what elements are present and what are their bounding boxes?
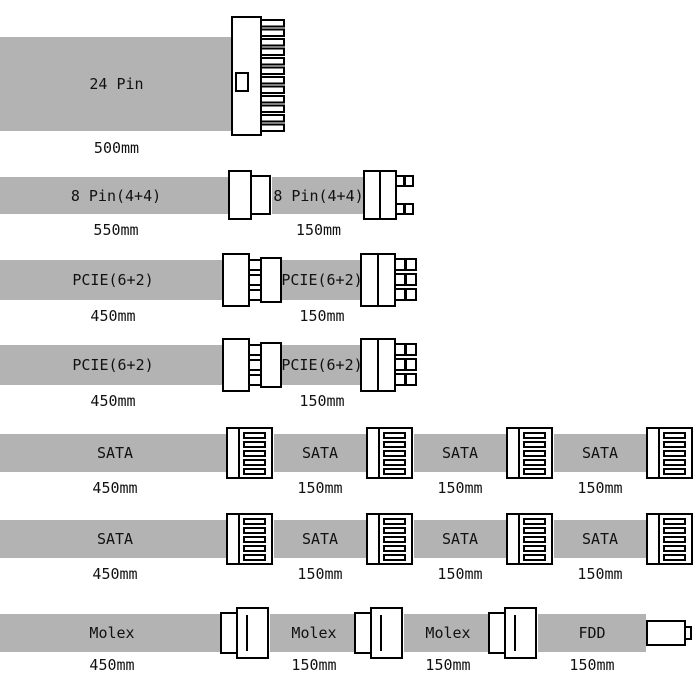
cable-type-label: Molex [291, 624, 337, 642]
cable-segment: SATA [274, 520, 366, 558]
atx-24pin-connector-icon [231, 16, 285, 136]
cable-segment: SATA [0, 434, 230, 472]
cable-length-label: 150mm [299, 307, 345, 325]
sata-connector-icon [226, 427, 273, 479]
cable-segment: SATA [554, 434, 646, 472]
cable-type-label: 8 Pin(4+4) [273, 186, 364, 205]
cable-length-label: 150mm [295, 221, 342, 239]
cable-type-label: 24 Pin [89, 75, 144, 93]
cable-segment: 24 Pin [0, 37, 233, 131]
cable-length-label: 150mm [577, 565, 623, 583]
cable-type-label: SATA [301, 444, 339, 462]
cable-type-label: SATA [96, 530, 134, 548]
molex-connector-icon [354, 607, 403, 659]
cable-segment: Molex [0, 614, 224, 652]
cable-segment: 8 Pin(4+4) [0, 177, 232, 214]
cable-segment: SATA [414, 520, 506, 558]
cable-length-label: 500mm [93, 139, 140, 157]
cable-segment: SATA [414, 434, 506, 472]
sata-connector-icon [646, 427, 693, 479]
molex-connector-icon [488, 607, 537, 659]
cable-segment: SATA [554, 520, 646, 558]
cable-length-label: 450mm [89, 656, 135, 674]
sata-connector-icon [506, 427, 553, 479]
cable-length-label: 150mm [577, 479, 623, 497]
cable-segment: Molex [270, 614, 358, 652]
cable-type-label: SATA [96, 444, 134, 462]
eps-8pin-end-connector-icon [363, 170, 414, 220]
cable-type-label: PCIE(6+2) [281, 356, 363, 374]
cable-length-label: 150mm [299, 392, 345, 410]
cable-length-label: 450mm [92, 479, 138, 497]
pcie-junction-connector-icon [222, 338, 282, 392]
sata-connector-icon [366, 513, 413, 565]
pcie-end-connector-icon [360, 253, 417, 307]
cable-type-label: FDD [578, 624, 606, 642]
cable-segment: FDD [538, 614, 646, 652]
eps-8pin-junction-connector-icon [228, 170, 271, 220]
cable-length-label: 150mm [297, 565, 343, 583]
cable-segment: Molex [404, 614, 492, 652]
cable-length-label: 150mm [425, 656, 471, 674]
cable-length-label: 150mm [437, 565, 483, 583]
sata-connector-icon [226, 513, 273, 565]
pcie-end-connector-icon [360, 338, 417, 392]
cable-type-label: Molex [425, 624, 471, 642]
cable-type-label: 8 Pin(4+4) [70, 186, 162, 205]
cable-type-label: SATA [441, 444, 479, 462]
cable-type-label: Molex [89, 624, 135, 642]
cable-segment: PCIE(6+2) [281, 345, 363, 385]
fdd-connector-icon [646, 620, 692, 646]
cable-type-label: SATA [581, 530, 619, 548]
sata-connector-icon [366, 427, 413, 479]
cable-length-label: 150mm [437, 479, 483, 497]
cable-type-label: SATA [581, 444, 619, 462]
cable-segment: PCIE(6+2) [0, 345, 226, 385]
sata-connector-icon [506, 513, 553, 565]
cable-type-label: PCIE(6+2) [281, 271, 363, 289]
molex-connector-icon [220, 607, 269, 659]
cable-length-label: 550mm [93, 221, 139, 239]
cable-length-label: 150mm [291, 656, 337, 674]
cable-segment: SATA [0, 520, 230, 558]
cable-segment: 8 Pin(4+4) [272, 177, 365, 214]
pcie-junction-connector-icon [222, 253, 282, 307]
cable-length-label: 450mm [90, 392, 136, 410]
cable-segment: PCIE(6+2) [0, 260, 226, 300]
cable-segment: PCIE(6+2) [281, 260, 363, 300]
sata-connector-icon [646, 513, 693, 565]
cable-length-label: 450mm [90, 307, 136, 325]
cable-type-label: SATA [441, 530, 479, 548]
cable-length-label: 150mm [569, 656, 615, 674]
cable-type-label: PCIE(6+2) [72, 356, 154, 374]
cable-type-label: SATA [301, 530, 339, 548]
cable-type-label: PCIE(6+2) [72, 271, 154, 289]
cable-length-label: 150mm [297, 479, 343, 497]
cable-segment: SATA [274, 434, 366, 472]
cable-length-label: 450mm [92, 565, 138, 583]
